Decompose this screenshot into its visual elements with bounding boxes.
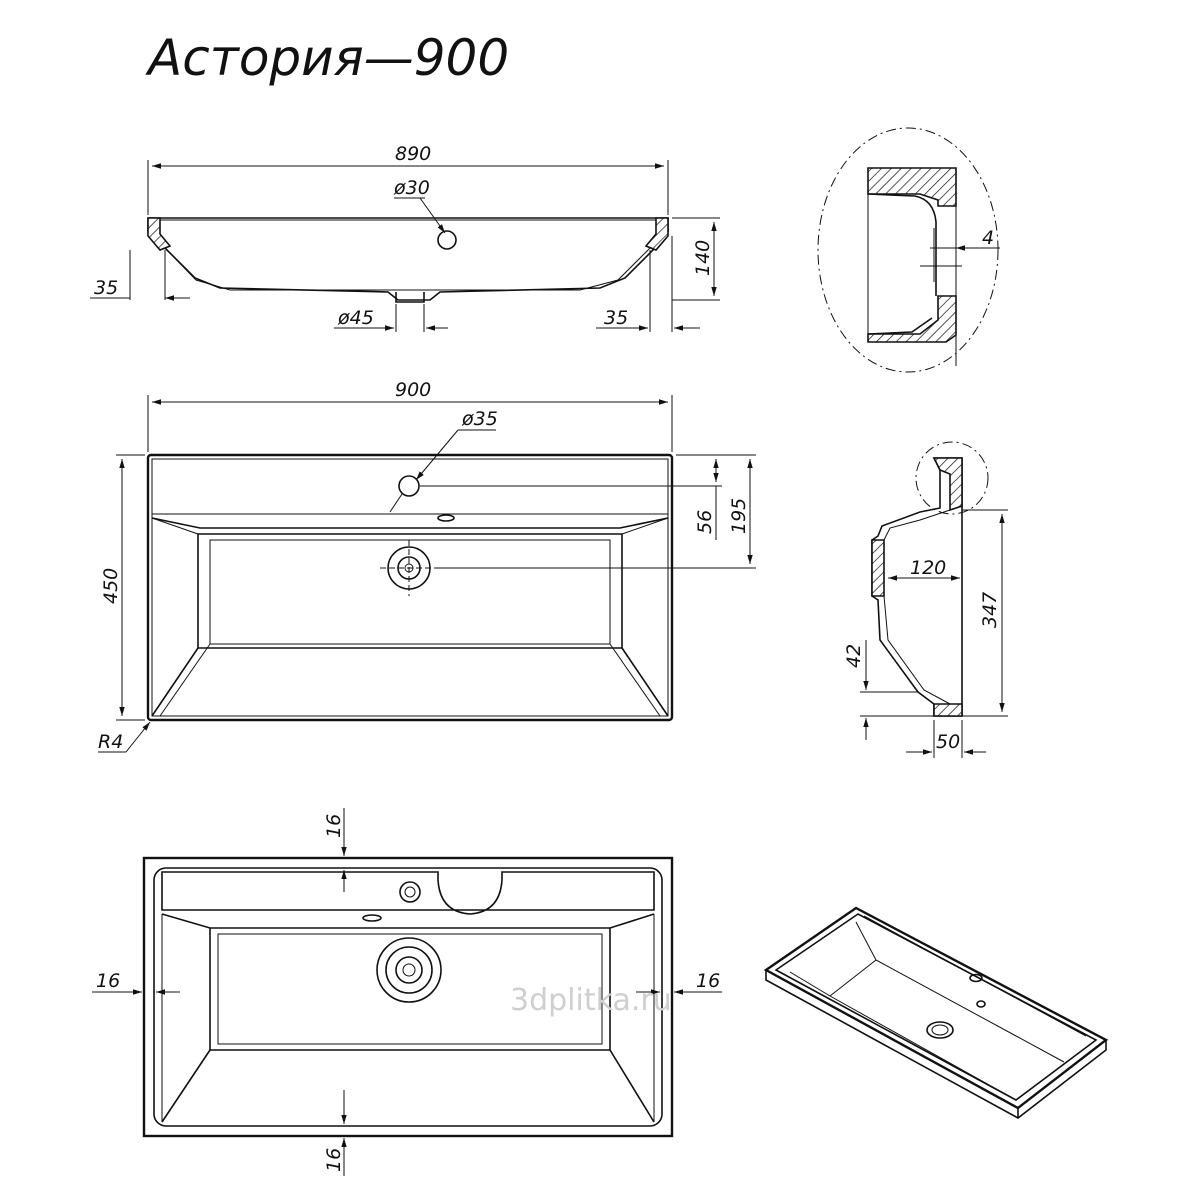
dim-r4: R4 bbox=[98, 731, 123, 753]
dim-900: 900 bbox=[395, 379, 431, 401]
dim-16-right: 16 bbox=[696, 970, 720, 992]
detail-view: 4 bbox=[817, 127, 1000, 373]
rim-left-section bbox=[147, 217, 172, 251]
dim-4: 4 bbox=[982, 227, 994, 249]
dim-450: 450 bbox=[100, 568, 122, 604]
dim-35-right: 35 bbox=[604, 307, 628, 329]
dim-35-left: 35 bbox=[94, 277, 118, 299]
side-section-view: 120 347 42 50 bbox=[843, 441, 1008, 758]
dim-16-bottom: 16 bbox=[323, 1148, 345, 1172]
dim-42: 42 bbox=[843, 644, 865, 668]
dim-d35: ø35 bbox=[461, 408, 498, 430]
dim-347: 347 bbox=[979, 592, 1001, 628]
dim-d45: ø45 bbox=[337, 307, 374, 329]
isometric-view bbox=[763, 906, 1109, 1119]
dim-890: 890 bbox=[395, 143, 431, 165]
watermark: 3dplitka.ru bbox=[510, 983, 672, 1018]
dim-140: 140 bbox=[692, 240, 714, 276]
dim-16-left: 16 bbox=[96, 970, 120, 992]
dim-16-top: 16 bbox=[323, 814, 345, 838]
dim-d30: ø30 bbox=[393, 177, 430, 199]
dim-50: 50 bbox=[936, 731, 960, 753]
bottom-view: 16 16 16 16 bbox=[92, 808, 722, 1176]
dim-56: 56 bbox=[694, 510, 716, 534]
rim-right-section bbox=[644, 217, 669, 251]
dim-195: 195 bbox=[728, 498, 750, 534]
front-section-view: 890 ø30 35 ø45 35 140 bbox=[90, 143, 720, 332]
top-view: 900 ø35 450 56 195 R4 bbox=[98, 379, 756, 753]
dim-120: 120 bbox=[910, 557, 946, 579]
drawing-title: Астория—900 bbox=[145, 29, 509, 87]
